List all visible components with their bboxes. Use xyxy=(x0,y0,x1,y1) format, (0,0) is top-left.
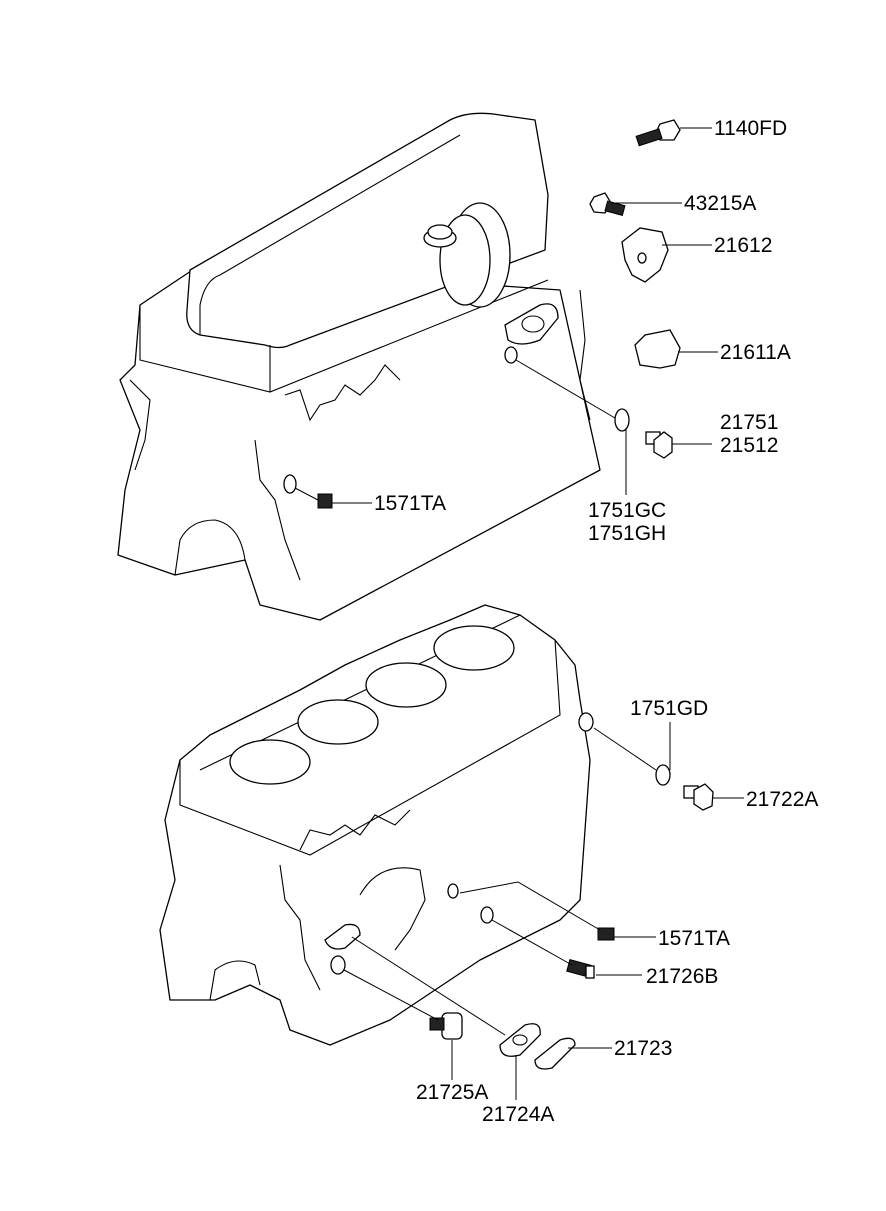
label-1571ta-upper: 1571TA xyxy=(374,492,446,515)
label-1751gh: 1751GH xyxy=(588,522,667,545)
label-21512: 21512 xyxy=(720,434,779,457)
upper-engine-block xyxy=(117,264,601,621)
plug-21512 xyxy=(645,431,673,459)
label-1140fd: 1140FD xyxy=(714,117,788,140)
plug-1571ta-lower xyxy=(447,883,615,941)
label-21726b: 21726B xyxy=(646,965,719,988)
gasket-21724a xyxy=(499,1023,541,1057)
upper-flange xyxy=(504,303,559,345)
label-21723: 21723 xyxy=(614,1037,673,1060)
cylinder-bore-1 xyxy=(229,739,311,785)
label-21724a: 21724A xyxy=(482,1103,555,1126)
label-21612: 21612 xyxy=(714,234,773,257)
label-21725a: 21725A xyxy=(416,1081,489,1104)
gasket-1751gd xyxy=(655,764,671,786)
cylinder-bore-2 xyxy=(297,699,379,745)
leader-lines xyxy=(294,127,744,1100)
gasket-1751gc xyxy=(614,408,630,432)
bolt-43215a xyxy=(589,192,626,217)
plate-21723 xyxy=(534,1037,576,1070)
plug-1571ta-upper xyxy=(317,493,333,509)
label-1571ta-lower: 1571TA xyxy=(658,927,730,950)
fitting-21725a xyxy=(429,1012,463,1040)
cylinder-bore-3 xyxy=(365,662,447,708)
upper-engine-assembly xyxy=(117,112,601,621)
cylinder-block xyxy=(159,604,591,1046)
lower-engine-block xyxy=(159,604,594,1046)
label-21751: 21751 xyxy=(720,411,779,434)
label-1751gd: 1751GD xyxy=(630,697,709,720)
label-43215a: 43215A xyxy=(684,192,757,215)
valve-cover xyxy=(186,112,549,349)
cover-21611a xyxy=(634,329,681,369)
label-21722a: 21722A xyxy=(746,788,819,811)
label-1751gc: 1751GC xyxy=(588,499,667,522)
label-21611a: 21611A xyxy=(720,341,791,364)
sensor-21726b xyxy=(480,906,595,979)
plug-21722a xyxy=(683,783,714,811)
cylinder-bore-4 xyxy=(433,625,515,671)
bolt-1140fd xyxy=(635,119,681,147)
